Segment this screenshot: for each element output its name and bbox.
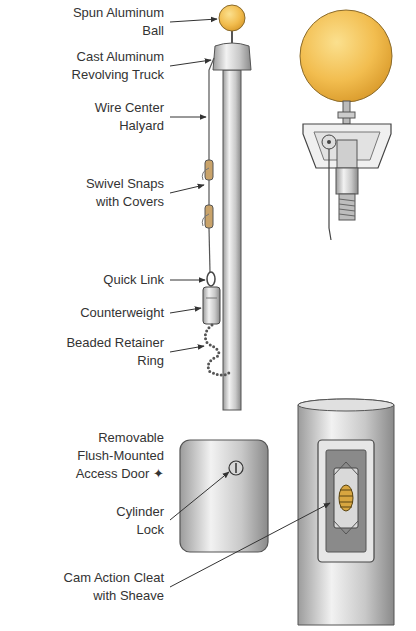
- part-label: Swivel Snaps with Covers: [72, 175, 164, 211]
- label-slot: Cylinder Lock: [102, 503, 164, 539]
- access-door: [180, 440, 268, 552]
- leader-arrows: [170, 19, 330, 587]
- label-slot: Quick Link: [64, 271, 164, 289]
- part-label: Cam Action Cleat with Sheave: [46, 569, 164, 605]
- part-label: Spun Aluminum Ball: [64, 4, 164, 40]
- label-slot: Wire Center Halyard: [82, 99, 164, 135]
- flagpole: [202, 5, 251, 410]
- label-slot: Beaded Retainer Ring: [64, 334, 164, 370]
- label-slot: Swivel Snaps with Covers: [72, 175, 164, 211]
- part-label: Wire Center Halyard: [82, 99, 164, 135]
- label-slot: Counterweight: [54, 304, 164, 322]
- part-label: Removable Flush-Mounted Access Door ✦: [60, 429, 164, 483]
- part-label: Beaded Retainer Ring: [64, 334, 164, 370]
- truck-detail: [300, 10, 392, 240]
- part-label: Counterweight: [54, 304, 164, 322]
- part-label: Quick Link: [64, 271, 164, 289]
- label-slot: Cast Aluminum Revolving Truck: [56, 48, 164, 84]
- label-slot: Cam Action Cleat with Sheave: [46, 569, 164, 605]
- label-slot: Removable Flush-Mounted Access Door ✦: [60, 429, 164, 483]
- label-slot: Spun Aluminum Ball: [64, 4, 164, 40]
- part-label: Cylinder Lock: [102, 503, 164, 539]
- part-label: Cast Aluminum Revolving Truck: [56, 48, 164, 84]
